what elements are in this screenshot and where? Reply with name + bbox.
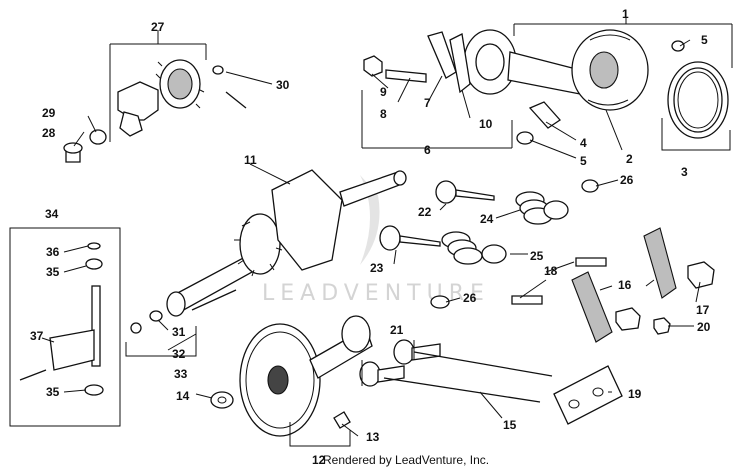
callout-35-top: 35 <box>46 265 60 279</box>
callout-14: 14 <box>176 389 190 403</box>
callout-15: 15 <box>503 418 517 432</box>
valve-train <box>379 179 599 309</box>
callout-16: 16 <box>618 278 632 292</box>
callout-30: 30 <box>276 78 290 92</box>
callout-36: 36 <box>46 245 60 259</box>
governor-assembly <box>109 30 247 142</box>
callout-5-top: 5 <box>701 33 708 47</box>
callout-25: 25 <box>530 249 544 263</box>
callout-35-bottom: 35 <box>46 385 60 399</box>
callout-22: 22 <box>418 205 432 219</box>
callout-29: 29 <box>42 106 56 120</box>
callout-9: 9 <box>380 85 387 99</box>
callout-26-bottom: 26 <box>463 291 477 305</box>
rocker-arms <box>511 227 715 425</box>
callout-27: 27 <box>151 20 165 34</box>
callout-28: 28 <box>42 126 56 140</box>
part-34-assembly <box>9 227 197 427</box>
callout-4: 4 <box>580 136 587 150</box>
callout-32: 32 <box>172 347 186 361</box>
callout-18: 18 <box>544 264 558 278</box>
camshaft <box>210 315 373 447</box>
callout-12: 12 <box>312 453 326 467</box>
leader-lines <box>41 39 701 437</box>
callouts: 1 2 3 4 5 5 6 7 8 9 10 11 12 13 14 15 16… <box>30 7 711 467</box>
callout-21: 21 <box>390 323 404 337</box>
callout-8: 8 <box>380 107 387 121</box>
callout-1: 1 <box>622 7 629 21</box>
valve-spring-upper <box>515 191 569 225</box>
callout-37: 37 <box>30 329 44 343</box>
callout-33: 33 <box>174 367 188 381</box>
callout-13: 13 <box>366 430 380 444</box>
callout-6: 6 <box>424 143 431 157</box>
callout-10: 10 <box>479 117 493 131</box>
tappets-pushrods <box>359 339 553 403</box>
callout-3: 3 <box>681 165 688 179</box>
callout-5-bottom: 5 <box>580 154 587 168</box>
callout-20: 20 <box>697 320 711 334</box>
callout-17: 17 <box>696 303 710 317</box>
callout-31: 31 <box>172 325 186 339</box>
valve-spring-lower <box>441 231 507 265</box>
piston-assembly <box>361 10 733 151</box>
callout-23: 23 <box>370 261 384 275</box>
part-28-29 <box>63 129 107 163</box>
callout-26-top: 26 <box>620 173 634 187</box>
crankshaft <box>166 169 407 317</box>
callout-24: 24 <box>480 212 494 226</box>
callout-7: 7 <box>424 96 431 110</box>
callout-34: 34 <box>45 207 59 221</box>
callout-2: 2 <box>626 152 633 166</box>
render-credit: Rendered by LeadVenture, Inc. <box>323 453 489 467</box>
callout-19: 19 <box>628 387 642 401</box>
watermark-text: LEADVENTURE <box>262 281 490 306</box>
callout-11: 11 <box>244 153 257 167</box>
